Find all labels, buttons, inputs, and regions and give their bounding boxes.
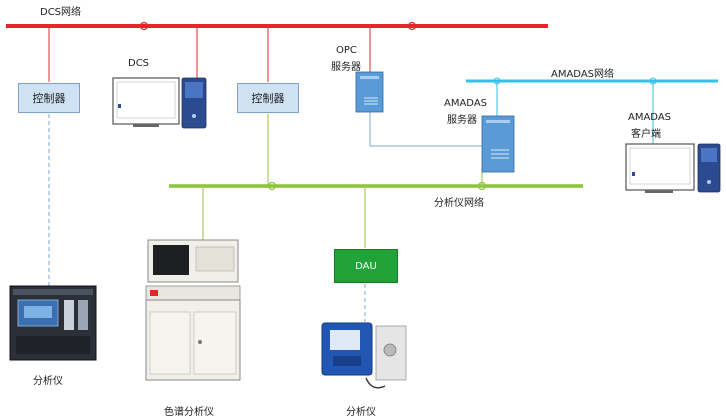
opc-server-label-line2: 服务器 (331, 62, 361, 73)
opc-to-amadas-link (369, 112, 482, 147)
amadas-network-label: AMADAS网络 (551, 69, 615, 80)
controller-2: 控制器 (237, 83, 299, 113)
dcs-network-label: DCS网络 (40, 7, 82, 18)
analyzer-left-label: 分析仪 (33, 376, 63, 387)
amadas-client-label-line2: 客户端 (631, 129, 661, 140)
amadas-client-workstation (625, 143, 721, 193)
analyzer-right-label: 分析仪 (346, 407, 376, 418)
analyzer-network-label: 分析仪网络 (434, 198, 484, 209)
opc-server-label-line1: OPC (336, 45, 357, 56)
amadas-server-icon (481, 115, 515, 173)
gas-chromatograph (145, 239, 241, 381)
amadas-client-label-line1: AMADAS (628, 112, 672, 123)
amadas-server-label-line1: AMADAS (444, 98, 488, 109)
opc-server-icon (355, 71, 384, 113)
dcs-workstation (112, 77, 207, 129)
analyzer-cabinet-left (9, 285, 97, 361)
controller-1: 控制器 (18, 83, 80, 113)
chromatograph-label: 色谱分析仪 (164, 407, 214, 418)
dcs-bus-tap (139, 21, 149, 31)
dau-box: DAU (334, 249, 398, 283)
amadas-server-label-line2: 服务器 (447, 115, 477, 126)
dcs-station-label: DCS (128, 58, 150, 69)
analyzer-transmitter-right (321, 322, 407, 389)
dcs-bus-tap (407, 21, 417, 31)
